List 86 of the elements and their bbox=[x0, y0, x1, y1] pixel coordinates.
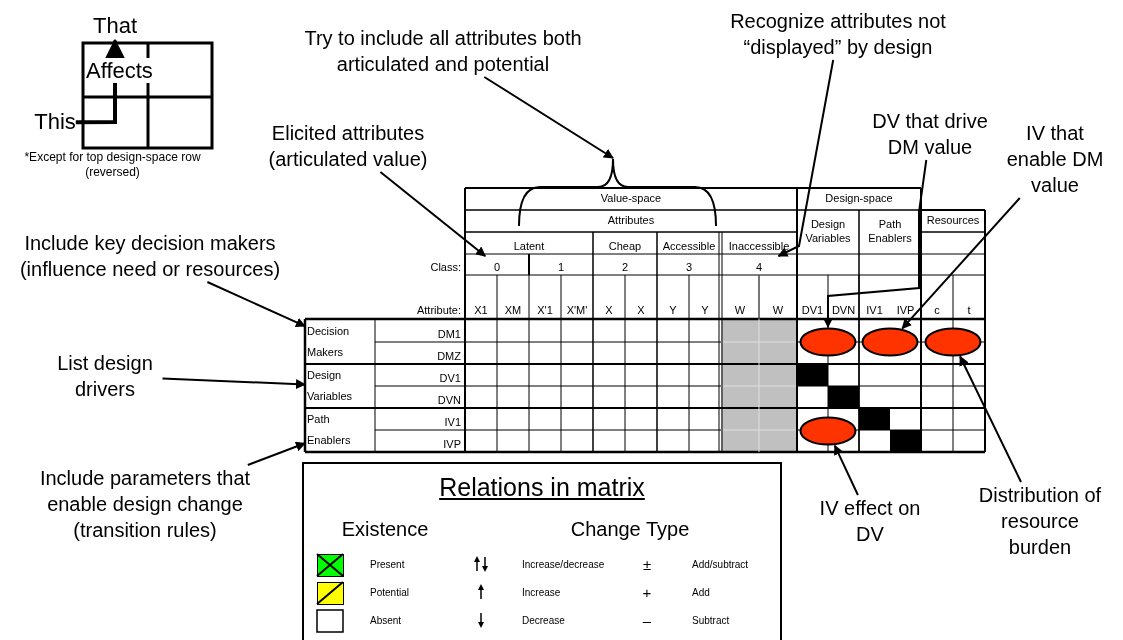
edge-label: Affects bbox=[86, 58, 153, 84]
annotation-text: That bbox=[93, 12, 137, 41]
attribute-label: X bbox=[605, 304, 613, 318]
row-caption: Attribute: bbox=[416, 304, 461, 318]
annotation-text: IV that enable DM value bbox=[1002, 120, 1108, 198]
arrow bbox=[246, 441, 306, 466]
annotation-text: Include key decision makers (influence need or resources) bbox=[5, 230, 295, 282]
sign-symbol: + bbox=[642, 583, 652, 603]
row-label: IVP bbox=[443, 438, 461, 452]
annotation-text: DV that drive DM value bbox=[865, 108, 995, 160]
footnote-text: *Except for top design-space row (reversed) bbox=[23, 150, 202, 180]
relation-ellipse bbox=[799, 416, 857, 446]
row-label: DVN bbox=[437, 394, 461, 408]
relation-ellipse bbox=[799, 327, 857, 357]
row-header: Path Enablers bbox=[307, 412, 352, 448]
arrow bbox=[833, 444, 859, 496]
annotation-text: Try to include all attributes both articulated and potential bbox=[275, 25, 611, 77]
row-label: DV1 bbox=[439, 372, 461, 386]
column-header: Attributes bbox=[607, 214, 655, 228]
relation-ellipse bbox=[924, 327, 982, 357]
legend-heading: Existence bbox=[341, 516, 429, 542]
legend-label: Add/subtract bbox=[692, 558, 749, 572]
class-number: 3 bbox=[685, 261, 693, 275]
column-header: Latent bbox=[513, 240, 545, 254]
class-number: 1 bbox=[557, 261, 565, 275]
column-header: Inaccessible bbox=[728, 240, 790, 254]
arrow bbox=[823, 159, 928, 328]
arrow bbox=[206, 281, 306, 328]
attribute-label: X'1 bbox=[537, 304, 553, 318]
row-header: Design Variables bbox=[307, 368, 354, 404]
sign-symbol: ± bbox=[642, 555, 652, 575]
annotation-text: List design drivers bbox=[47, 350, 163, 402]
legend-label: Present bbox=[370, 558, 405, 572]
row-caption: Class: bbox=[430, 261, 461, 275]
arrow bbox=[959, 355, 1022, 483]
column-header: Resources bbox=[926, 214, 980, 228]
attribute-label: X'M' bbox=[566, 304, 588, 318]
annotation-text: Distribution of resource burden bbox=[970, 482, 1110, 560]
arrow bbox=[901, 197, 1021, 330]
arrow bbox=[379, 171, 487, 257]
column-header: Accessible bbox=[662, 240, 716, 254]
attribute-label: W bbox=[734, 304, 746, 318]
column-header: Design Variables bbox=[804, 218, 852, 246]
attribute-label: XM bbox=[504, 304, 522, 318]
column-header: Path Enablers bbox=[867, 218, 913, 246]
column-header: Value-space bbox=[600, 192, 662, 206]
legend-title: Relations in matrix bbox=[439, 471, 645, 503]
attribute-label: t bbox=[967, 304, 971, 318]
row-label: DM1 bbox=[437, 328, 461, 342]
column-header: Cheap bbox=[608, 240, 642, 254]
legend-label: Decrease bbox=[522, 614, 565, 628]
annotation-text: Recognize attributes not “displayed” by design bbox=[715, 8, 961, 60]
legend-label: Increase bbox=[522, 586, 561, 600]
attribute-label: c bbox=[934, 304, 940, 318]
class-number: 2 bbox=[621, 261, 629, 275]
class-number: 0 bbox=[493, 261, 501, 275]
attribute-label: IV1 bbox=[866, 304, 883, 318]
attribute-label: Y bbox=[701, 304, 709, 318]
annotation-text: Elicited attributes (articulated value) bbox=[250, 120, 446, 172]
column-header: Design-space bbox=[825, 192, 893, 206]
attribute-label: X1 bbox=[474, 304, 488, 318]
annotation-text: Include parameters that enable design change (transition rules) bbox=[22, 465, 268, 543]
legend-label: Subtract bbox=[692, 614, 730, 628]
annotation-text: IV effect on DV bbox=[807, 495, 933, 547]
legend-label: Add bbox=[692, 586, 710, 600]
arrow bbox=[161, 377, 306, 390]
legend-label: Absent bbox=[370, 614, 402, 628]
attribute-label: DVN bbox=[831, 304, 856, 318]
attribute-label: X bbox=[637, 304, 645, 318]
curly-brace bbox=[518, 158, 717, 226]
annotation-text: This bbox=[34, 108, 76, 137]
legend-heading: Change Type bbox=[570, 516, 690, 542]
row-label: DMZ bbox=[437, 350, 461, 364]
class-number: 4 bbox=[755, 261, 763, 275]
arrow bbox=[777, 59, 835, 257]
row-header: Decision Makers bbox=[307, 324, 351, 360]
attribute-label: DV1 bbox=[801, 304, 824, 318]
sign-symbol: – bbox=[642, 611, 652, 631]
relation-ellipse bbox=[861, 327, 919, 357]
legend-label: Potential bbox=[370, 586, 409, 600]
attribute-label: Y bbox=[669, 304, 677, 318]
row-label: IV1 bbox=[444, 416, 461, 430]
attribute-label: W bbox=[772, 304, 784, 318]
arrow bbox=[483, 76, 614, 159]
attribute-label: IVP bbox=[896, 304, 915, 318]
legend-label: Increase/decrease bbox=[522, 558, 605, 572]
